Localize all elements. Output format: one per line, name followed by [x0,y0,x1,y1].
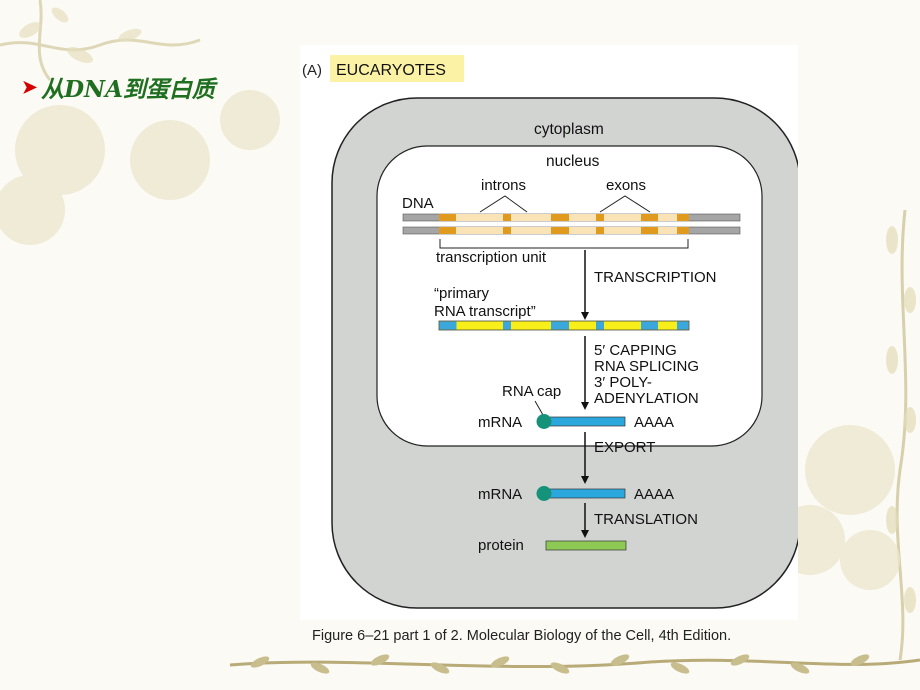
cytoplasmic-polya-tail-label: AAAA [634,486,674,503]
splicing-step-label: RNA SPLICING [594,358,699,375]
vine-decoration-right [895,209,908,661]
transcription-unit-label: transcription unit [436,249,547,266]
vine-decoration-bottom [229,654,920,674]
introns-label: introns [481,177,526,194]
rna-cap-pointer [534,400,544,416]
intron-exon-pointers [479,195,651,213]
figure-caption: Figure 6–21 part 1 of 2. Molecular Biolo… [312,628,732,644]
cytoplasm-label: cytoplasm [534,121,604,138]
panel-title: EUCARYOTES [336,62,446,79]
export-step-label: EXPORT [594,439,655,456]
panel-label: (A) [302,62,322,79]
primary-transcript-label-line1: “primary [434,285,489,302]
slide-title: ➤ 从DNA到蛋白质 [22,70,215,104]
leaf-decoration-top [19,7,142,64]
cytoplasmic-mrna-cap-icon [536,486,552,501]
primary-transcript-label-line2: RNA transcript” [434,303,536,320]
slide-title-text: 从DNA到蛋白质 [41,76,215,103]
dna-label: DNA [402,195,434,212]
nuclear-mrna-strand [543,416,626,427]
nuclear-mrna-label: mRNA [478,414,522,431]
exons-label: exons [606,177,646,194]
protein-chain [545,540,627,551]
capping-step-label: 5′ CAPPING [594,342,677,359]
transcription-step-label: TRANSCRIPTION [594,269,717,286]
figure-panel: (A) EUCARYOTES cytoplasm nucleus DNA int… [300,45,801,620]
nuclear-polya-tail-label: AAAA [634,414,674,431]
rna-cap-label: RNA cap [502,383,561,400]
panel-title-highlight [330,55,464,82]
bullet-arrow-icon: ➤ [22,76,38,98]
protein-label: protein [478,537,524,554]
nuclear-mrna-cap-icon [536,414,552,429]
cytoplasmic-mrna-label: mRNA [478,486,522,503]
leaf-decoration-right [886,226,916,613]
vine-decoration-top [0,0,201,81]
translation-step-label: TRANSLATION [594,511,698,528]
nucleus-label: nucleus [546,153,600,170]
blossom-decoration-left [0,90,280,245]
cytoplasmic-mrna-strand [543,488,626,499]
dna-exons [439,214,689,234]
transcription-unit-bracket [439,239,689,249]
eucaryote-gene-expression-diagram: (A) EUCARYOTES cytoplasm nucleus DNA int… [302,55,801,609]
polyadenylation-step-label-line1: 3′ POLY- [594,374,652,391]
polyadenylation-step-label-line2: ADENYLATION [594,390,699,407]
primary-rna-transcript [438,320,690,331]
dna-double-strand [402,213,741,235]
